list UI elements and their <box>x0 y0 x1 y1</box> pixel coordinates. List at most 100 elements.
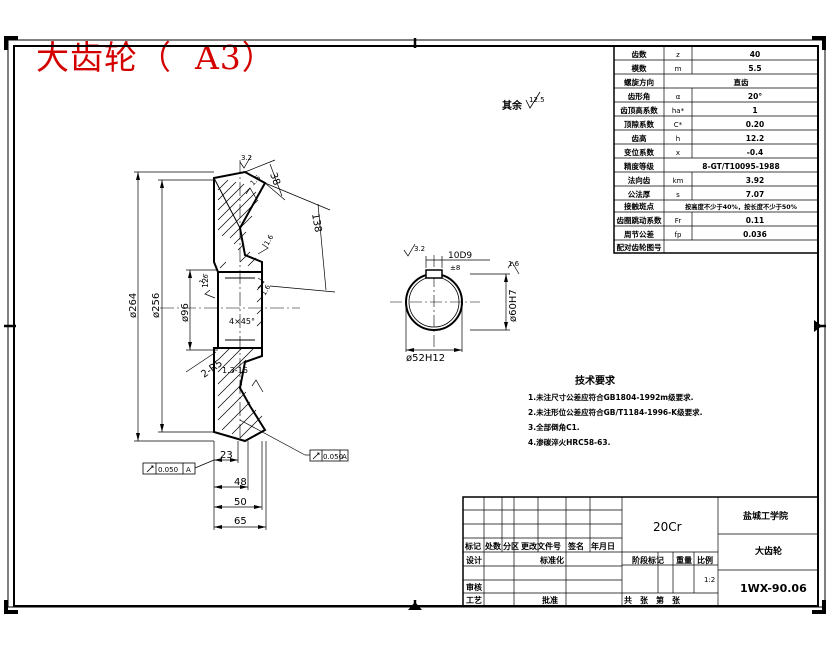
param-values: 40 5.5 直齿 20° 1 0.20 12.2 -0.4 8-GT/T100… <box>685 50 798 239</box>
centering-marks <box>4 38 826 610</box>
param-symbol: km <box>673 177 684 185</box>
gear-section <box>160 160 300 443</box>
param-name: 螺旋方向 <box>624 77 654 87</box>
tb-design: 设计 <box>466 555 482 565</box>
param-name: 法向齿 <box>628 175 651 185</box>
tech-note: 4.渗碳淬火HRC58-63. <box>528 437 611 447</box>
param-symbol: s <box>676 191 680 199</box>
dim-chamfer: 4×45° <box>229 317 255 326</box>
tech-title: 技术要求 <box>575 374 616 387</box>
dim-keyway: 10D9 <box>448 251 472 261</box>
tb-process: 工艺 <box>466 595 482 605</box>
tb-school: 盐城工学院 <box>743 510 788 522</box>
dim-d264: ø264 <box>128 293 139 318</box>
roughness-value: 3.2 <box>241 154 252 162</box>
param-value: 按高度不少于40%，按长度不少于50% <box>685 202 798 211</box>
param-symbol: ha* <box>672 107 685 115</box>
tb-approve: 批准 <box>542 595 558 605</box>
tolerance-frame-1 <box>142 462 196 475</box>
roughness-value: 1.6 <box>263 233 276 247</box>
param-names: 齿数 模数 螺旋方向 齿形角 齿顶高系数 顶隙系数 齿高 变位系数 精度等级 法… <box>617 49 662 252</box>
dim-65: 65 <box>234 516 247 527</box>
dim-lines <box>134 159 336 530</box>
param-name: 变位系数 <box>624 147 654 157</box>
param-value: 1 <box>752 106 757 115</box>
param-name: 精度等级 <box>624 161 654 171</box>
param-value: 20° <box>748 92 762 101</box>
param-name: 公法厚 <box>628 189 651 199</box>
param-symbol: Fr <box>675 217 682 225</box>
param-symbol: m <box>675 65 682 73</box>
roughness-symbol-main <box>525 91 541 109</box>
tb-scale-value: 1:2 <box>704 576 715 584</box>
tech-notes: 1.未注尺寸公差应符合GB1804-1992m级要求. 2.未注形位公差应符合G… <box>528 392 703 447</box>
title-block <box>462 496 819 607</box>
param-name: 齿高 <box>632 133 647 143</box>
dim-138: 138 <box>309 213 323 234</box>
dim-12: 12 <box>201 278 210 288</box>
roughness-texts: 3.2 1.6 1.6 1.6 1.6 <box>198 154 276 297</box>
param-value: 5.5 <box>748 64 761 73</box>
corner-marks <box>4 36 826 614</box>
tb-date: 年月日 <box>591 541 615 551</box>
title-block-texts: 标记 处数 分区 更改文件号 签名 年月日 设计 标准化 审核 工艺 批准 阶段… <box>464 541 713 605</box>
param-value: 40 <box>750 50 760 59</box>
tb-std: 标准化 <box>539 555 564 565</box>
dim-d52: ø52H12 <box>406 353 445 364</box>
tolerance-frame-2 <box>309 449 349 462</box>
dim-1316: 1.3-16 <box>222 366 248 375</box>
tb-stage: 阶段标记 <box>632 555 664 565</box>
centering-arrows <box>408 320 822 610</box>
param-symbol: h <box>676 135 680 143</box>
param-symbol: x <box>676 149 680 157</box>
param-name: 齿数 <box>632 49 647 59</box>
bore-arrowheads <box>406 274 508 352</box>
param-name: 配对齿轮图号 <box>617 242 662 252</box>
remainder-label: 其余 <box>502 99 523 112</box>
dim-50: 50 <box>234 497 247 508</box>
dim-38: 38 <box>267 171 282 187</box>
param-symbol: fp <box>675 231 682 239</box>
tolerance-2-datum: A <box>342 453 347 461</box>
roughness-value: 3.2 <box>414 245 425 253</box>
tb-review: 审核 <box>466 582 482 592</box>
tolerance-1-value: 0.050 <box>158 466 178 474</box>
param-value: 直齿 <box>734 77 749 87</box>
bore-view <box>390 243 520 352</box>
roughness-marks <box>204 155 269 393</box>
dim-d60: ø60H7 <box>508 289 519 322</box>
tb-mark: 标记 <box>464 541 481 551</box>
param-value: 7.07 <box>746 190 765 199</box>
param-name: 齿圈跳动系数 <box>617 215 662 225</box>
param-value: 0.20 <box>746 120 765 129</box>
param-value: 0.036 <box>743 230 767 239</box>
tb-weight: 重量 <box>676 555 692 565</box>
tb-sign: 签名 <box>567 541 584 551</box>
dim-d96: ø96 <box>180 303 191 322</box>
tb-material: 20Cr <box>653 520 682 534</box>
tb-sheets: 共 张 第 张 <box>624 595 681 605</box>
dim-keyway-tol: ±8 <box>450 264 460 272</box>
tolerance-1-datum: A <box>186 466 191 474</box>
param-name: 接触斑点 <box>624 201 654 211</box>
tb-docno: 更改文件号 <box>521 541 561 551</box>
roughness-main-value: 12.5 <box>529 96 545 104</box>
tolerance-2-value: 0.050 <box>323 453 343 461</box>
param-value: 12.2 <box>746 134 765 143</box>
param-name: 模数 <box>632 63 647 73</box>
tb-zone: 分区 <box>503 541 519 551</box>
param-value: 0.11 <box>746 216 765 225</box>
tech-note: 3.全部倒角C1. <box>528 422 580 432</box>
param-table <box>613 45 819 254</box>
param-symbol: C* <box>674 121 683 129</box>
tb-count: 处数 <box>484 541 502 551</box>
param-value: 8-GT/T10095-1988 <box>702 162 779 171</box>
tb-drawing-no: 1WX-90.06 <box>740 582 807 595</box>
dim-r5: 2-R5 <box>199 358 224 380</box>
dim-d256: ø256 <box>151 293 162 318</box>
dim-23: 23 <box>220 450 233 461</box>
tb-scale-label: 比例 <box>697 555 713 565</box>
param-value: -0.4 <box>747 148 763 157</box>
param-symbols: z m α ha* C* h x km s Fr fp <box>672 51 685 239</box>
